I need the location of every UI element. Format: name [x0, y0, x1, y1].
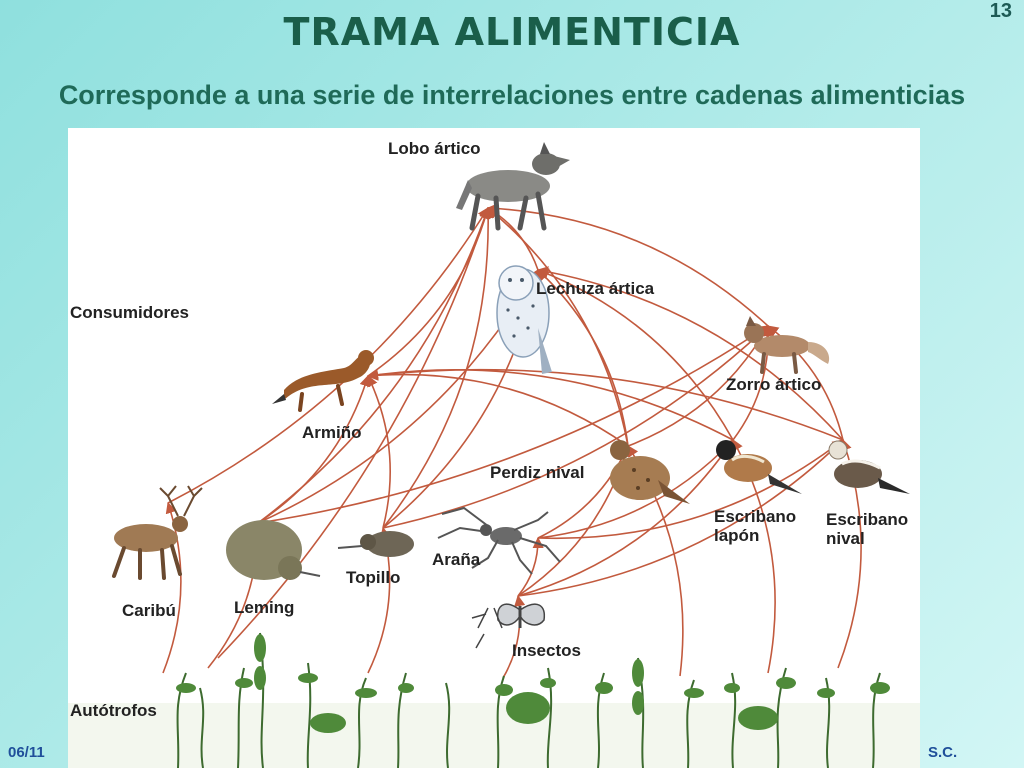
- label-caribou: Caribú: [122, 601, 176, 620]
- lemming-illustration: [226, 520, 321, 580]
- insects-illustration: [471, 603, 546, 649]
- label-snow-bunting-line1: Escribano: [826, 510, 908, 529]
- plants-illustration: [68, 632, 920, 768]
- label-arctic-fox: Zorro ártico: [726, 375, 821, 394]
- snowy-owl-illustration: [496, 265, 552, 374]
- arrow-insectos-to-escribano_lapon: [517, 439, 734, 597]
- label-ptarmigan: Perdiz nival: [490, 463, 584, 482]
- footer-initials: S.C.: [928, 744, 958, 761]
- vole-illustration: [337, 531, 414, 557]
- arrow-zorro-to-lobo: [486, 202, 769, 327]
- label-insects: Insectos: [512, 641, 581, 660]
- arctic-fox-illustration: [744, 316, 830, 374]
- arrow-armino-to-lobo: [367, 206, 491, 377]
- arrow-autotrofos-to-lobo: [217, 206, 491, 659]
- label-autotrophs: Autótrofos: [70, 701, 157, 720]
- arrow-arana-to-escribano_lapon: [537, 439, 734, 539]
- slide-number: 13: [989, 0, 1012, 22]
- food-web-diagram: Lobo ártico Lechuza ártica Consumidores …: [68, 128, 920, 768]
- arrow-escribano_nival-to-lechuza: [536, 266, 844, 441]
- arrow-arana-to-escribano_nival: [537, 439, 844, 540]
- arrow-perdiz-to-armino: [366, 369, 629, 447]
- slide-title: TRAMA ALIMENTICIA: [283, 10, 741, 54]
- slide-subtitle: Corresponde a una serie de interrelacion…: [58, 80, 966, 110]
- arctic-wolf-illustration: [456, 142, 570, 231]
- arrow-autotrofos-to-insectos: [502, 594, 526, 679]
- spider-illustration: [437, 506, 561, 575]
- snow-bunting-illustration: [828, 440, 910, 494]
- arrow-leming-to-zorro: [257, 325, 769, 524]
- label-ermine: Armiño: [302, 423, 362, 442]
- label-arctic-wolf: Lobo ártico: [388, 139, 481, 158]
- arrow-perdiz-to-lobo: [487, 207, 629, 447]
- label-lemming: Leming: [234, 598, 294, 617]
- label-lapland-bunting-line1: Escribano: [714, 507, 796, 526]
- arrow-escribano_nival-to-armino: [366, 368, 844, 441]
- label-consumers: Consumidores: [70, 303, 189, 322]
- caribou-illustration: [112, 485, 203, 580]
- arrow-topillo-to-lobo: [382, 206, 494, 529]
- arrow-leming-to-lobo: [257, 206, 491, 524]
- arrow-insectos-to-escribano_nival: [517, 439, 844, 597]
- arrow-topillo-to-zorro: [382, 325, 769, 529]
- label-snow-bunting-line2: nival: [826, 529, 865, 548]
- footer-date: 06/11: [8, 744, 45, 761]
- arrow-leming-to-armino: [257, 374, 371, 524]
- arrow-perdiz-to-lechuza: [537, 269, 629, 447]
- label-snowy-owl: Lechuza ártica: [536, 279, 655, 298]
- ermine-illustration: [272, 350, 374, 412]
- arrow-topillo-to-armino: [367, 374, 391, 529]
- ptarmigan-illustration: [610, 440, 690, 504]
- label-lapland-bunting-line2: lapón: [714, 526, 759, 545]
- food-web-svg: Lobo ártico Lechuza ártica Consumidores …: [68, 139, 920, 768]
- arrow-arana-to-perdiz: [537, 444, 629, 539]
- arrow-caribu-to-lobo: [167, 207, 489, 504]
- label-spider: Araña: [432, 550, 481, 569]
- arrow-escribano_lapon-to-lechuza: [536, 268, 734, 441]
- label-vole: Topillo: [346, 568, 400, 587]
- lapland-bunting-illustration: [716, 440, 802, 494]
- arrow-insectos-to-arana: [517, 536, 544, 597]
